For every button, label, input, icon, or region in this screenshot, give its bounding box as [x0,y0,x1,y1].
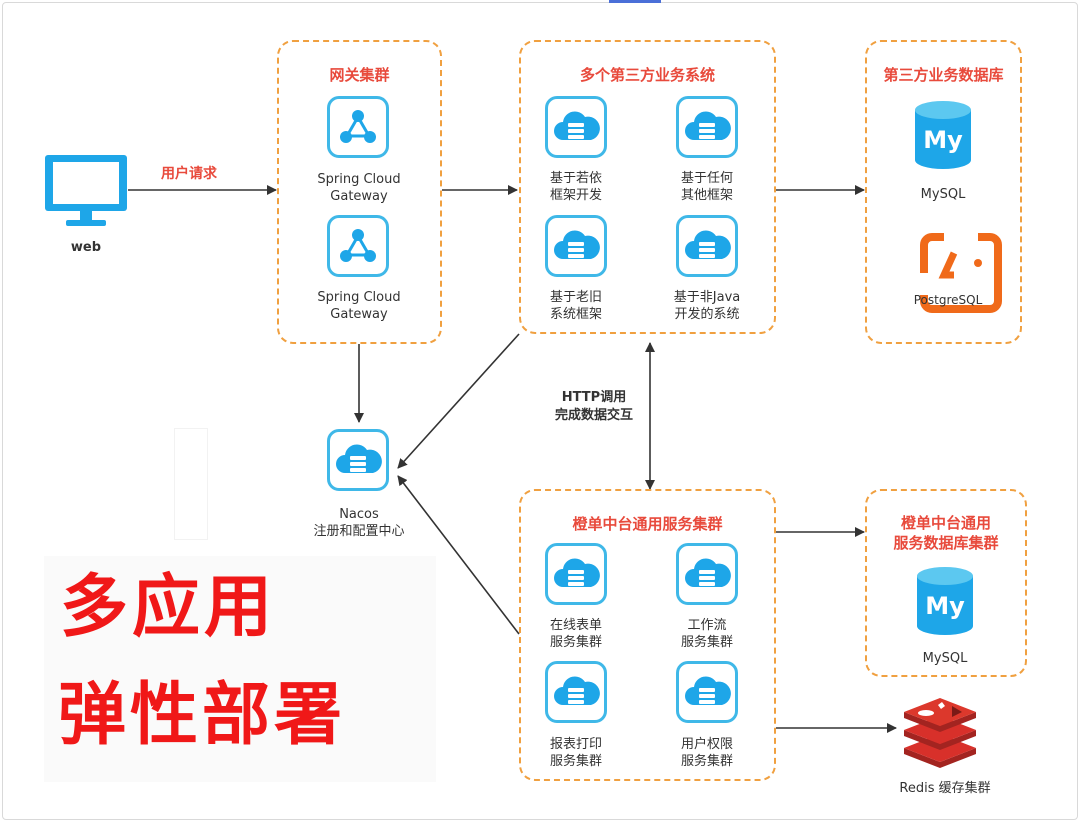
gateway-2-label: Spring Cloud Gateway [299,289,419,323]
biz-3-line1: 基于老旧 [549,290,602,305]
user-request-label: 用户请求 [161,166,217,182]
gateway-cluster-panel [277,40,442,344]
cloud-server-icon [545,215,607,277]
platform-db-title-line1: 橙单中台通用 [900,514,991,532]
platform-4-line1: 用户权限 [680,737,733,752]
platform-db-panel [865,489,1027,677]
cloud-server-icon [676,543,738,605]
mysql-icon: My [915,101,971,169]
platform-1-line1: 在线表单 [549,618,602,633]
biz-1-line2: 框架开发 [549,188,602,203]
platform-db-title-line2: 服务数据库集群 [893,534,999,552]
biz-db-postgres-label: PostgreSQL [913,293,983,307]
biz-4-line1: 基于非Java [673,290,741,305]
biz-4-line2: 开发的系统 [674,307,740,322]
platform-2-line2: 服务集群 [680,635,733,650]
overlay-line1: 多应用 [60,568,277,647]
biz-4-label: 基于非Java 开发的系统 [657,289,757,323]
cloud-server-icon [676,661,738,723]
biz-db-title: 第三方业务数据库 [883,66,1004,84]
platform-db-mysql-label: MySQL [922,651,968,666]
biz-2-label: 基于任何 其他框架 [657,170,757,204]
biz-2-line1: 基于任何 [680,171,733,186]
platform-4-label: 用户权限 服务集群 [657,736,757,770]
overlay-line2: 弹性部署 [58,676,347,755]
cloud-server-icon [545,543,607,605]
biz-3-line2: 系统框架 [549,307,602,322]
biz-systems-panel [519,40,776,334]
platform-title: 橙单中台通用服务集群 [572,515,723,533]
platform-db-title: 橙单中台通用 服务数据库集群 [865,513,1027,553]
platform-1-label: 在线表单 服务集群 [526,617,626,651]
overlay-backdrop [44,556,436,782]
postgresql-icon [920,233,1002,313]
biz-2-line2: 其他框架 [680,188,733,203]
platform-3-line1: 报表打印 [549,737,602,752]
platform-2-line1: 工作流 [687,618,727,633]
arrow-platform-to-nacos [397,475,520,635]
top-indicator [609,0,661,3]
nacos-line2: 注册和配置中心 [313,524,405,539]
redis-label: Redis 缓存集群 [899,781,991,796]
nacos-line1: Nacos [339,507,379,522]
nacos-label: Nacos 注册和配置中心 [299,506,419,540]
platform-3-label: 报表打印 服务集群 [526,736,626,770]
biz-systems-title: 多个第三方业务系统 [579,66,715,84]
cloud-server-icon [676,96,738,158]
faint-mark [174,428,208,540]
gateway-2-line2: Gateway [330,307,388,322]
monitor-icon [45,155,127,226]
platform-panel [519,489,776,781]
mysql-icon: My [917,567,973,635]
svg-text:My: My [925,592,965,620]
http-call-label: HTTP调用 完成数据交互 [546,389,642,425]
cloud-server-icon [676,215,738,277]
arrow-biz-to-nacos [397,333,520,469]
gateway-2-line1: Spring Cloud [317,290,401,305]
cloud-server-icon [545,96,607,158]
cloud-server-icon [545,661,607,723]
biz-3-label: 基于老旧 系统框架 [526,289,626,323]
http-line1: HTTP调用 [561,390,627,405]
platform-1-line2: 服务集群 [549,635,602,650]
gateway-cluster-title: 网关集群 [329,66,390,84]
gateway-icon [327,96,389,158]
platform-2-label: 工作流 服务集群 [657,617,757,651]
redis-icon [904,698,976,768]
platform-3-line2: 服务集群 [549,754,602,769]
gateway-1-label: Spring Cloud Gateway [299,171,419,205]
web-label: web [70,240,102,255]
nacos-icon [327,429,389,491]
gateway-1-line1: Spring Cloud [317,172,401,187]
biz-1-label: 基于若依 框架开发 [526,170,626,204]
platform-4-line2: 服务集群 [680,754,733,769]
biz-1-line1: 基于若依 [549,171,602,186]
svg-text:My: My [923,126,963,154]
gateway-icon [327,215,389,277]
biz-db-mysql-label: MySQL [920,187,966,202]
gateway-1-line2: Gateway [330,189,388,204]
http-line2: 完成数据交互 [554,408,633,423]
biz-db-panel [865,40,1022,344]
